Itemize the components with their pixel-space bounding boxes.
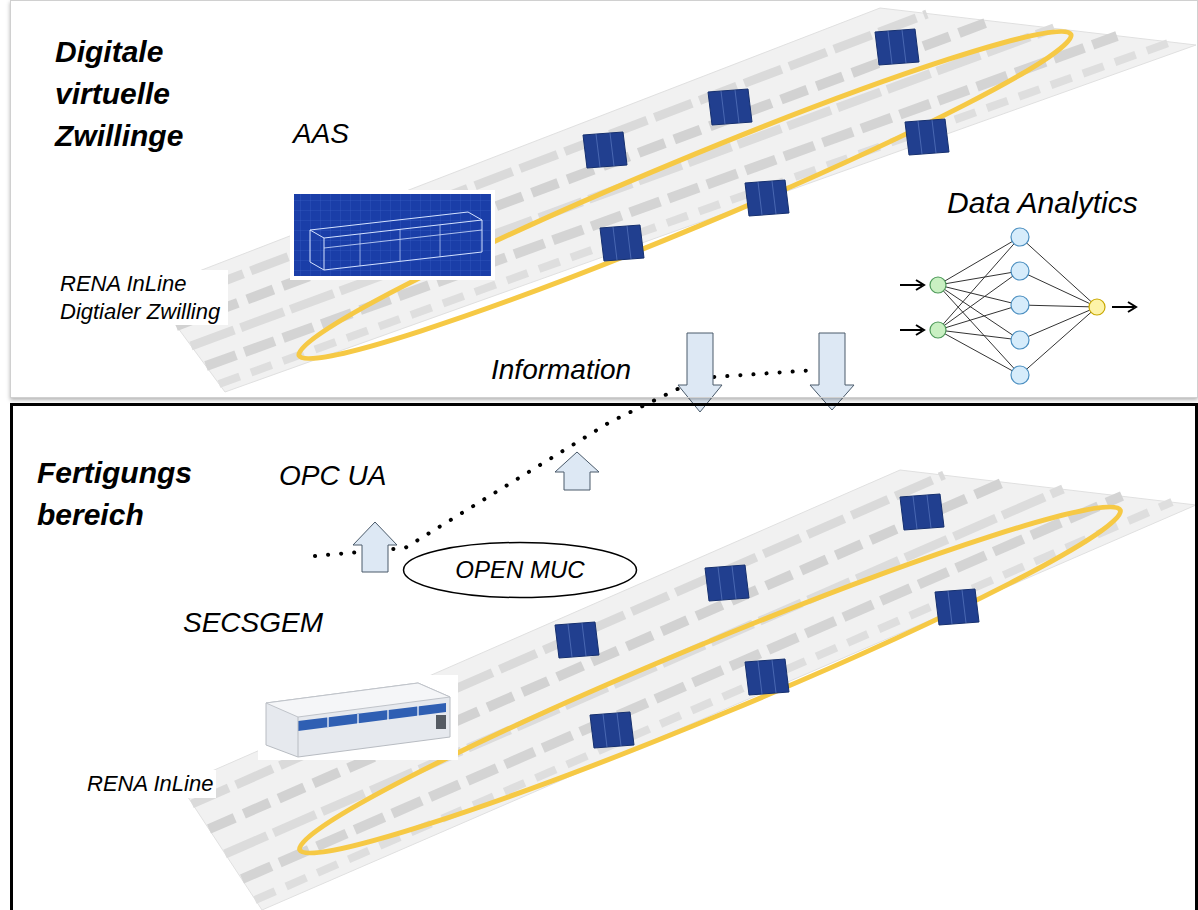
input-neuron	[930, 322, 946, 338]
asset-label: AAS	[290, 116, 352, 151]
equipment-row	[176, 21, 991, 326]
factory-floor-bottom	[180, 470, 1196, 910]
machine-outline	[310, 230, 324, 238]
network-link	[938, 285, 1020, 375]
ellipse-outline	[404, 543, 637, 598]
control-panel	[436, 715, 446, 729]
hidden-neuron	[1011, 262, 1029, 280]
network-link	[1020, 307, 1097, 375]
equipment-row	[209, 482, 1004, 829]
network-link	[938, 237, 1020, 330]
window-divider	[327, 717, 328, 727]
network-link	[1020, 307, 1097, 340]
equipment-row	[161, 14, 927, 305]
up-arrow	[353, 522, 397, 572]
network-link	[938, 305, 1020, 330]
neural-network	[900, 228, 1136, 384]
factory-floor-top	[150, 3, 1196, 392]
ellipse-node: OPEN MUC	[402, 541, 638, 599]
machine-housing	[266, 683, 450, 757]
machine-photo	[258, 675, 458, 760]
network-link	[1020, 305, 1097, 307]
input-neuron	[930, 277, 946, 293]
network-link	[1020, 271, 1097, 307]
solar-cell	[555, 622, 599, 658]
panel-heading: Fertigungs bereich	[37, 452, 257, 536]
network-link	[938, 330, 1020, 375]
solar-cell	[705, 565, 749, 601]
machine-edge	[298, 717, 299, 757]
machine-outline	[360, 234, 361, 266]
input-arrow	[900, 325, 924, 335]
machine-outline	[310, 212, 482, 270]
output-arrow	[1112, 302, 1136, 312]
solar-cell	[905, 119, 949, 155]
solar-cell	[600, 225, 644, 261]
solar-cell	[935, 589, 979, 625]
hidden-neuron	[1011, 228, 1029, 246]
input-arrow	[900, 280, 924, 290]
production-panel: OPEN MUC Fertigungs bereich	[10, 403, 1198, 910]
solar-cell	[745, 659, 789, 695]
hidden-neuron	[1011, 366, 1029, 384]
network-link	[938, 237, 1020, 285]
hidden-neuron	[1011, 331, 1029, 349]
solar-cell	[875, 29, 919, 65]
machine-caption: RENA InLine	[84, 770, 216, 798]
network-link	[938, 330, 1020, 340]
solar-cell	[583, 132, 627, 168]
window-divider	[417, 706, 418, 716]
window-divider	[357, 714, 358, 724]
blueprint-grid	[294, 194, 491, 276]
blueprint-ground	[294, 194, 491, 276]
machine-outline	[324, 238, 325, 270]
solar-cell	[745, 180, 789, 216]
twin-caption: RENA InLine Digtialer Zwilling	[57, 270, 228, 325]
network-link	[938, 285, 1020, 340]
solar-cell	[900, 494, 944, 530]
floor	[180, 470, 1196, 910]
machine-window-band	[298, 703, 446, 731]
flow-label: Information	[488, 352, 634, 387]
panel-heading: Digitale virtuelle Zwillinge	[55, 31, 255, 157]
equipment-row	[255, 502, 1172, 900]
down-arrow	[810, 333, 854, 410]
output-neuron	[1089, 299, 1105, 315]
hidden-neuron	[1011, 296, 1029, 314]
network-link	[938, 285, 1020, 305]
network-link	[1020, 237, 1097, 307]
blueprint-image	[290, 190, 495, 280]
up-arrow	[555, 452, 599, 490]
protocol-label: SECSGEM	[180, 605, 326, 640]
equipment-row	[225, 489, 1063, 854]
node-label: OPEN MUC	[455, 556, 584, 585]
equipment-row	[242, 496, 1122, 879]
protocol-label: OPC UA	[276, 458, 389, 493]
machine-outline	[440, 225, 441, 257]
machine-outline	[400, 229, 401, 261]
image-frame	[290, 190, 495, 280]
window-divider	[387, 710, 388, 720]
image-frame	[258, 675, 458, 760]
network-links	[938, 237, 1097, 375]
network-link	[938, 271, 1020, 330]
solar-cell	[590, 712, 634, 748]
machine-outline	[324, 230, 482, 248]
solar-cell	[708, 89, 752, 125]
down-arrow	[678, 333, 722, 412]
analytics-label: Data Analytics	[944, 184, 1141, 222]
machine-outline	[324, 220, 482, 238]
